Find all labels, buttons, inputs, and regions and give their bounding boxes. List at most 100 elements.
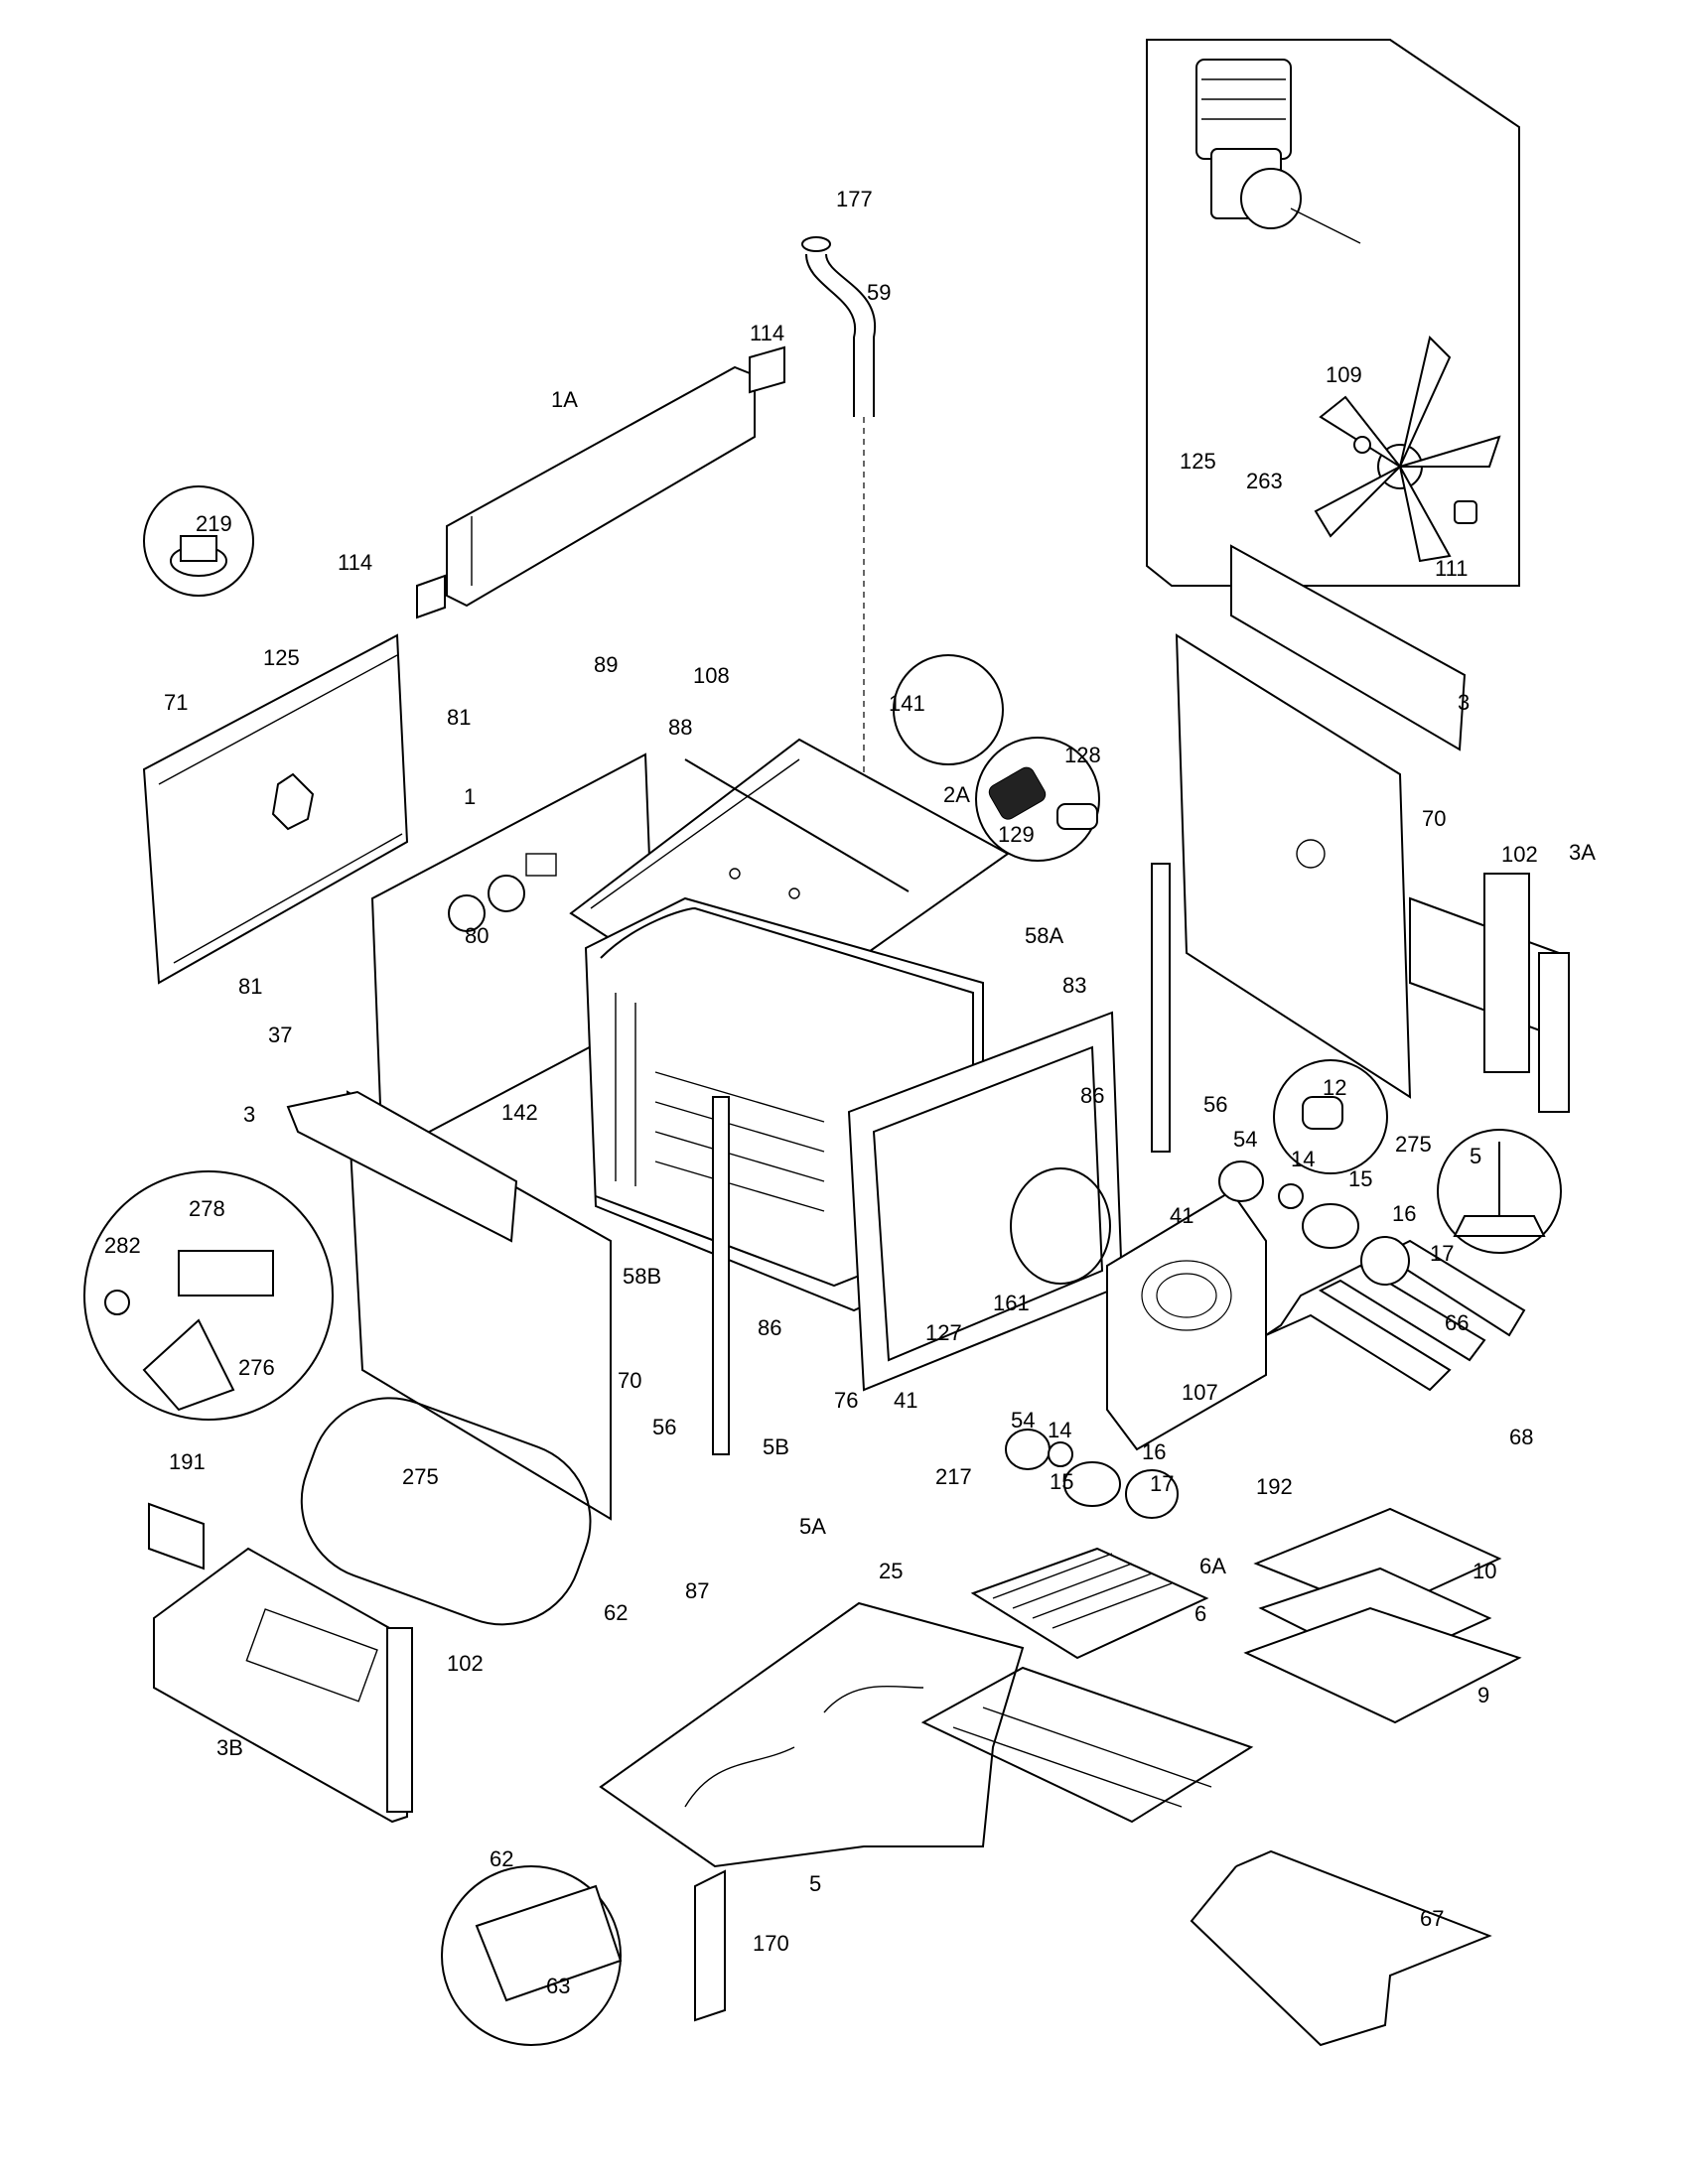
bottom-bracket: [694, 1869, 726, 2022]
label-278: 278: [189, 1196, 225, 1221]
part-labels: 177 59 114 1A 219 114 125 109 263 111 71…: [104, 187, 1596, 1998]
label-276: 276: [238, 1355, 275, 1380]
label-56-right: 56: [1203, 1092, 1227, 1117]
label-70-left: 70: [618, 1368, 641, 1393]
label-87: 87: [685, 1578, 709, 1603]
lower-left-panel: [148, 1502, 413, 1824]
label-81-bottom: 81: [238, 974, 262, 999]
label-1: 1: [464, 784, 476, 809]
label-129: 129: [998, 822, 1035, 847]
label-88: 88: [668, 715, 692, 740]
label-275-right: 275: [1395, 1132, 1432, 1157]
label-80: 80: [465, 923, 489, 948]
left-lower-panel: [286, 1090, 612, 1521]
hinge-icon: [104, 1250, 274, 1412]
label-127: 127: [925, 1320, 962, 1345]
broil-element-icon: [1265, 1239, 1526, 1392]
sensor-inset: [893, 654, 1004, 765]
label-62-inset: 62: [490, 1846, 513, 1871]
label-67: 67: [1420, 1906, 1444, 1931]
wiring-inset: [300, 1397, 592, 1626]
label-5-bottom: 5: [809, 1871, 821, 1896]
left-side-panel: [142, 633, 409, 985]
label-62-top: 62: [604, 1600, 628, 1625]
door-gasket: [1010, 1167, 1111, 1285]
label-141: 141: [889, 691, 925, 716]
lower-rack: [920, 1666, 1254, 1824]
label-6: 6: [1194, 1601, 1206, 1626]
leveling-leg-icon: [1453, 1142, 1546, 1237]
label-5B: 5B: [763, 1434, 789, 1459]
label-108: 108: [693, 663, 730, 688]
side-strips: [712, 863, 1171, 1455]
upper-rack: [970, 1547, 1209, 1660]
label-217: 217: [935, 1464, 972, 1489]
label-128: 128: [1064, 743, 1101, 767]
label-14-bottom: 14: [1048, 1418, 1071, 1442]
bake-element-icon: [1190, 1849, 1492, 2047]
label-275-left: 275: [402, 1464, 439, 1489]
label-170: 170: [753, 1931, 789, 1956]
label-59: 59: [867, 280, 891, 305]
convection-motor-icon: [1195, 59, 1361, 244]
label-41-top: 41: [1170, 1203, 1193, 1228]
label-3-top: 3: [1458, 690, 1470, 715]
oven-bottom: [599, 1601, 1025, 1868]
label-15-bottom: 15: [1050, 1469, 1073, 1494]
label-3B: 3B: [216, 1735, 243, 1760]
label-125: 125: [263, 645, 300, 670]
label-282: 282: [104, 1233, 141, 1258]
label-107: 107: [1182, 1380, 1218, 1405]
connector-icon: [988, 766, 1098, 830]
label-83: 83: [1062, 973, 1086, 998]
label-10: 10: [1473, 1559, 1496, 1583]
label-17-bottom: 17: [1150, 1471, 1174, 1496]
label-142: 142: [501, 1100, 538, 1125]
label-114-left: 114: [338, 550, 372, 575]
label-58A: 58A: [1025, 923, 1063, 948]
label-111: 111: [1435, 556, 1468, 581]
label-16-bottom: 16: [1142, 1439, 1166, 1464]
leveling-leg-inset: [1437, 1129, 1562, 1254]
label-9: 9: [1477, 1683, 1489, 1707]
element-connector-inset: [975, 737, 1100, 862]
label-14-top: 14: [1291, 1147, 1315, 1171]
label-15-top: 15: [1348, 1166, 1372, 1191]
label-68: 68: [1509, 1425, 1533, 1449]
label-5-inset: 5: [1470, 1144, 1481, 1168]
label-89: 89: [594, 652, 618, 677]
label-219: 219: [196, 511, 232, 536]
terminal-block-inset: [441, 1865, 622, 2046]
label-56-left: 56: [652, 1415, 676, 1439]
top-shield-panel: [416, 345, 785, 619]
convection-cover: [1106, 1189, 1267, 1451]
label-192: 192: [1256, 1474, 1293, 1499]
convection-fan-inset: [1146, 39, 1520, 587]
label-81-top: 81: [447, 705, 471, 730]
label-86-top: 86: [1080, 1083, 1104, 1108]
oven-lamp-icon: [1218, 1160, 1410, 1286]
label-63: 63: [546, 1974, 570, 1998]
label-54-bottom: 54: [1011, 1408, 1035, 1433]
label-86-bottom: 86: [758, 1315, 781, 1340]
oven-lamp-lower: [1005, 1429, 1179, 1519]
hinge-receptacle-inset: [83, 1170, 334, 1421]
label-263: 263: [1246, 469, 1283, 493]
vent-tube: [801, 236, 877, 864]
label-109: 109: [1326, 362, 1362, 387]
label-6A: 6A: [1199, 1554, 1226, 1578]
label-16-top: 16: [1392, 1201, 1416, 1226]
oven-rack-icon: [654, 1071, 825, 1212]
label-177: 177: [836, 187, 873, 211]
label-70-right: 70: [1422, 806, 1446, 831]
label-3-left: 3: [243, 1102, 255, 1127]
right-side-panel: [1175, 544, 1467, 1099]
fan-blade-icon: [1314, 336, 1501, 563]
label-54-top: 54: [1233, 1127, 1257, 1152]
light-socket-inset: [1273, 1059, 1388, 1174]
label-12: 12: [1323, 1075, 1346, 1100]
label-102-left: 102: [447, 1651, 484, 1676]
label-114-top: 114: [750, 321, 784, 345]
label-37: 37: [268, 1023, 292, 1047]
